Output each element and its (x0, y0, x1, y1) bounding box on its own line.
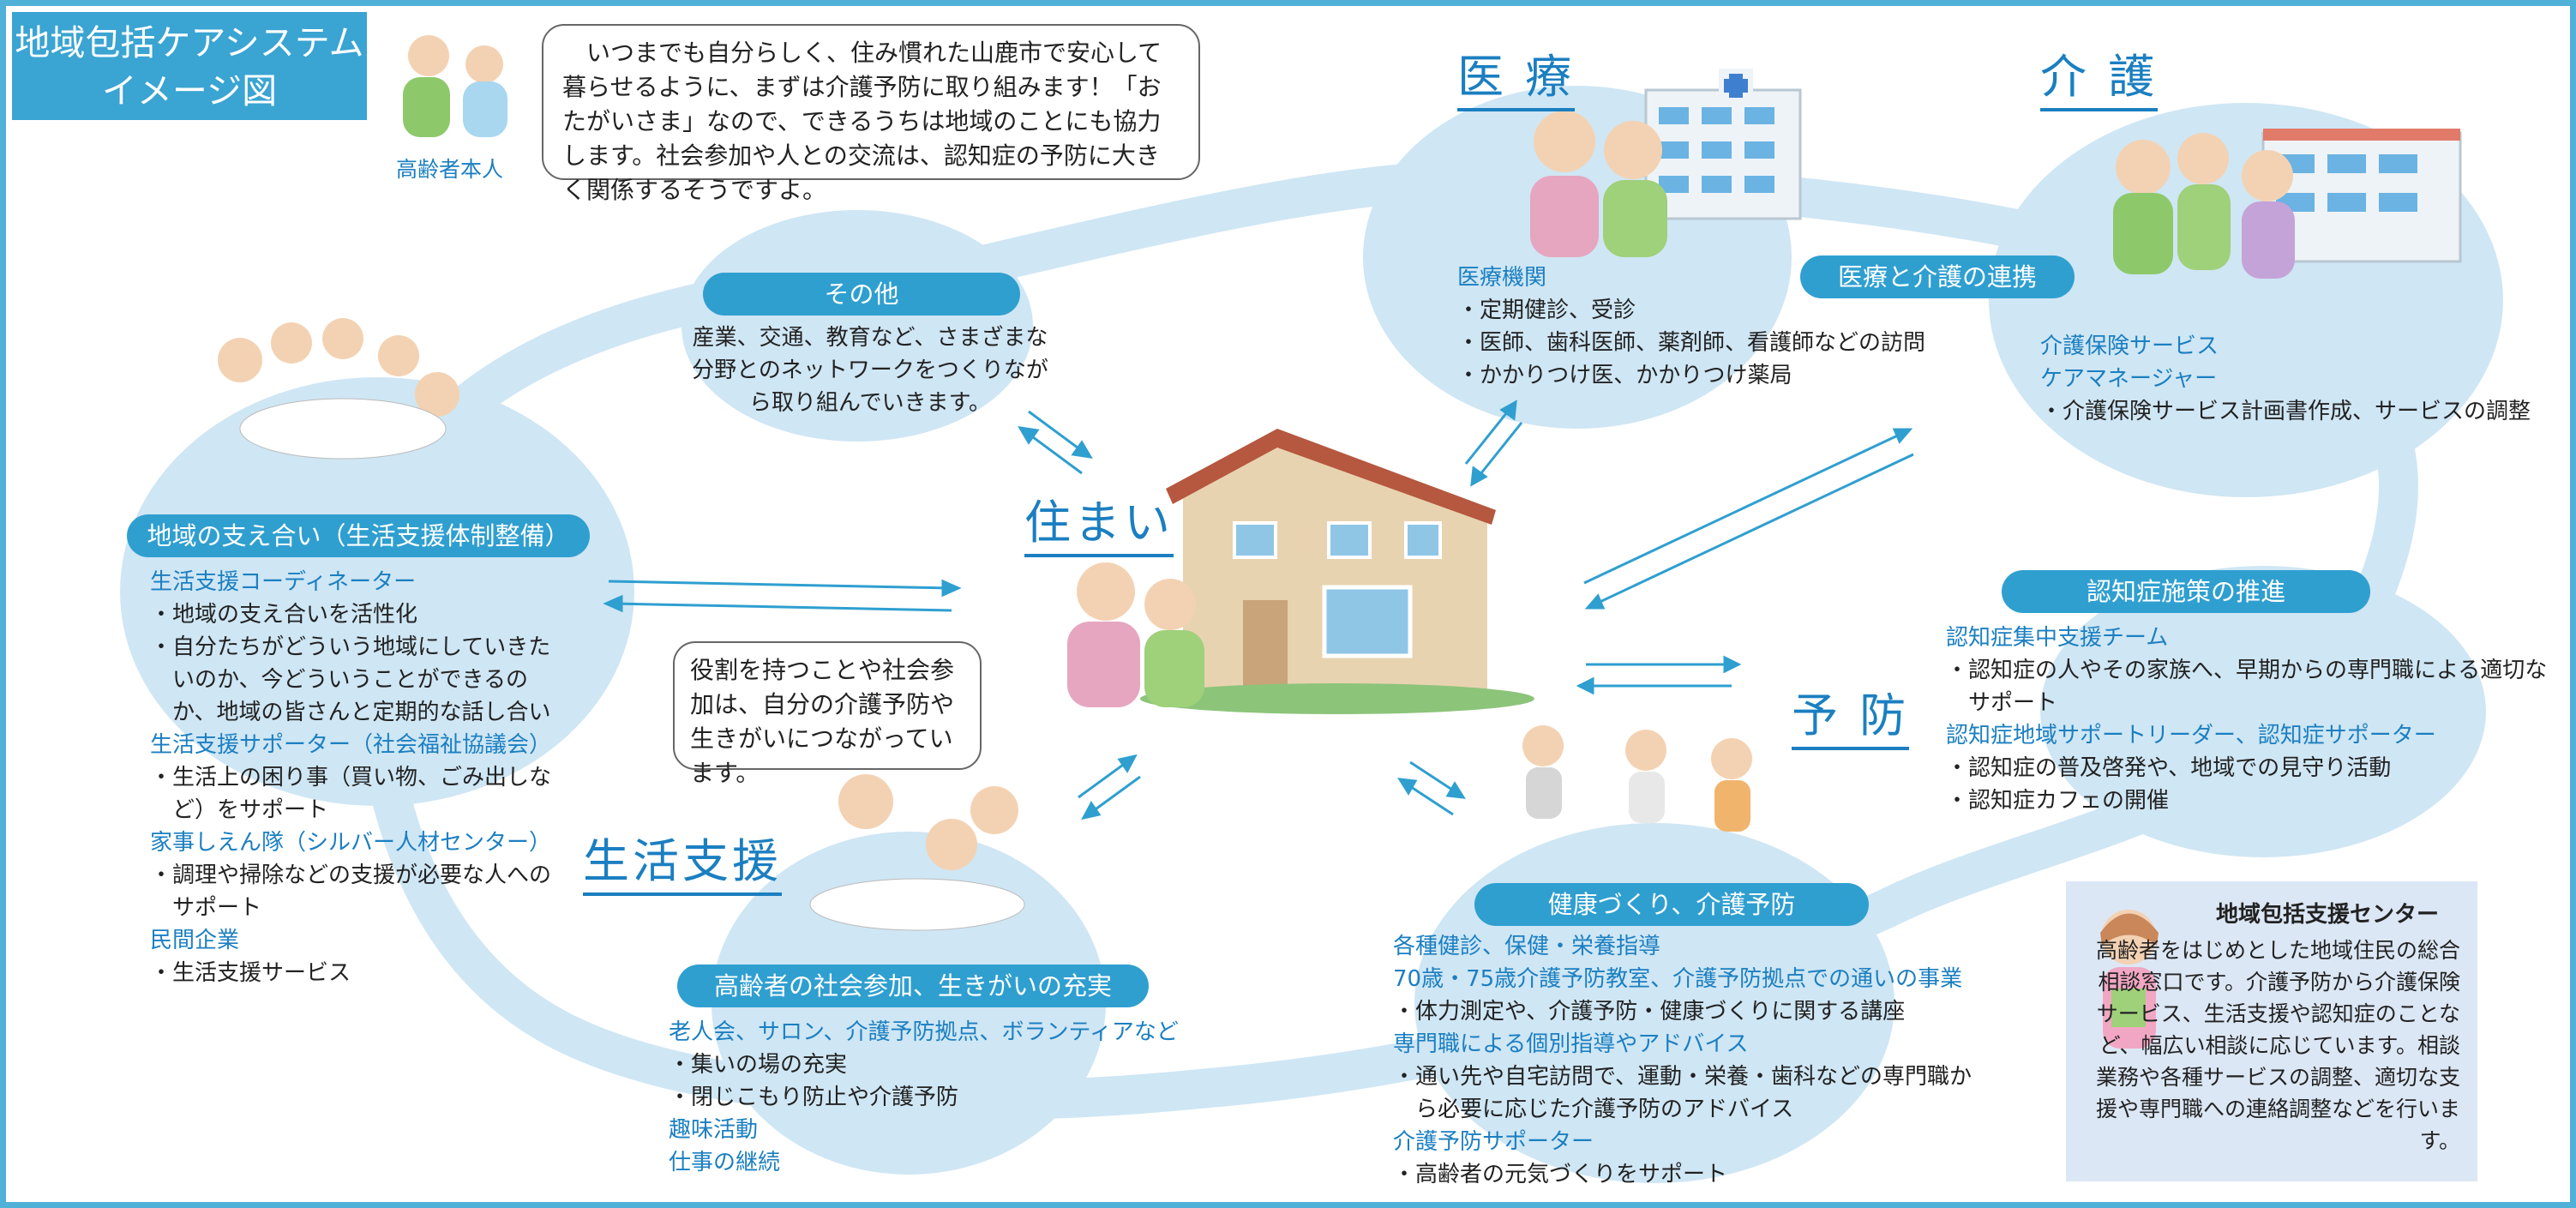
rs-sub-1: 生活支援コーディネーター (150, 569, 417, 595)
regional-support-pill: 地域の支え合い（生活支援体制整備） (127, 514, 590, 557)
dem-item-1: ・認知症の人やその家族へ、早期からの専門職による適切なサポート (1946, 658, 2548, 716)
dem-item-2: ・認知症の普及啓発や、地域での見守り活動 (1946, 755, 2392, 781)
social-item-1: ・集いの場の充実 (669, 1052, 848, 1078)
nurse-icon (2100, 910, 2159, 1049)
other-pill: その他 (703, 273, 1020, 316)
medical-section: 医療機関 ・定期健診、受診 ・医師、歯科医師、薬剤師、看護師などの訪問 ・かかり… (1457, 261, 1937, 392)
social-participation-pill: 高齢者の社会参加、生きがいの充実 (677, 965, 1149, 1007)
center-title: 地域包括支援センター (2216, 902, 2440, 928)
social-section: 老人会、サロン、介護予防拠点、ボランティアなど ・集いの場の充実 ・閉じこもり防… (669, 1016, 1200, 1179)
rs-sub-3: 家事しえん隊（シルバー人材センター） (150, 830, 552, 856)
care-section: 介護保険サービス ケアマネージャー ・介護保険サービス計画書作成、サービスの調整 (2040, 330, 2563, 428)
heading-housing: 住まい (1024, 484, 1174, 557)
heading-care: 介 護 (2040, 39, 2159, 111)
roles-speech-text: 役割を持つことや社会参加は、自分の介護予防や生きがいにつながっています。 (690, 656, 955, 787)
diagram-title-line2: イメージ図 (101, 70, 278, 111)
dem-sub-2: 認知症地域サポートリーダー、認知症サポーター (1946, 723, 2436, 748)
diagram-title-line1: 地域包括ケアシステム (15, 22, 364, 63)
care-subtitle-1: 介護保険サービス (2040, 334, 2219, 359)
rs-item-4: ・調理や掃除などの支援が必要な人へのサポート (150, 862, 552, 921)
support-center-panel: 地域包括支援センター 高齢者をはじめとした地域住民の総合相談窓口です。介護予防か… (2066, 881, 2477, 1181)
medical-item-3: ・かかりつけ医、かかりつけ薬局 (1457, 363, 1792, 388)
rs-sub-4: 民間企業 (150, 928, 240, 953)
health-prevention-pill: 健康づくり、介護予防 (1474, 883, 1869, 926)
other-text: 産業、交通、教育など、さまざまな分野とのネットワークをつくりながら取り組んでいき… (692, 325, 1048, 416)
regional-support-section: 生活支援コーディネーター ・地域の支え合いを活性化 ・自分たちがどういう地域にし… (150, 566, 570, 989)
social-sub-2: 趣味活動 (669, 1117, 759, 1143)
prev-sub-1: 各種健診、保健・栄養指導 (1393, 934, 1661, 959)
prev-item-3: ・高齢者の元気づくりをサポート (1393, 1162, 1728, 1187)
center-text: 高齢者をはじめとした地域住民の総合相談窓口です。介護予防から介護保険サービス、生… (2095, 938, 2460, 1153)
prev-item-2: ・通い先や自宅訪問で、運動・栄養・歯科などの専門職から必要に応じた介護予防のアド… (1393, 1064, 1972, 1122)
nurse-figure (2090, 898, 2171, 1061)
elderly-person-caption: 高齢者本人 (396, 157, 504, 182)
elderly-speech-bubble: いつまでも自分らしく、住み慣れた山鹿市で安心して暮らせるように、まずは介護予防に… (542, 24, 1200, 204)
heading-prevention: 予 防 (1792, 677, 1910, 750)
medical-care-link-pill: 医療と介護の連携 (1800, 255, 2075, 298)
roles-speech-bubble: 役割を持つことや社会参加は、自分の介護予防や生きがいにつながっています。 (673, 641, 982, 787)
dem-item-3: ・認知症カフェの開催 (1946, 788, 2170, 814)
rs-item-5: ・生活支援サービス (150, 960, 351, 986)
heading-living-support: 生活支援 (583, 823, 782, 896)
prev-sub-4: 介護予防サポーター (1393, 1129, 1594, 1155)
house-illustration (1140, 429, 1534, 714)
rs-item-2: ・自分たちがどういう地域にしていきたいのか、今どういうことができるのか、地域の皆… (150, 634, 551, 725)
prev-item-1: ・体力測定や、介護予防・健康づくりに関する講座 (1393, 999, 1906, 1025)
social-sub-1: 老人会、サロン、介護予防拠点、ボランティアなど (669, 1019, 1179, 1045)
social-sub-3: 仕事の継続 (669, 1150, 781, 1175)
rs-sub-2: 生活支援サポーター（社会福祉協議会） (150, 732, 552, 758)
people-figures (218, 35, 2295, 931)
medical-item-1: ・定期健診、受診 (1457, 297, 1636, 323)
prevention-section: 各種健診、保健・栄養指導 70歳・75歳介護予防教室、介護予防拠点での通いの事業… (1393, 930, 1985, 1191)
care-facility-illustration (2261, 129, 2462, 263)
social-item-2: ・閉じこもり防止や介護予防 (669, 1085, 959, 1110)
dementia-section: 認知症集中支援チーム ・認知症の人やその家族へ、早期からの専門職による適切なサポ… (1946, 622, 2563, 817)
prev-sub-2: 70歳・75歳介護予防教室、介護予防拠点での通いの事業 (1393, 966, 1963, 992)
rs-item-1: ・地域の支え合いを活性化 (150, 602, 418, 628)
care-subtitle-2: ケアマネージャー (2040, 366, 2218, 392)
rs-item-3: ・生活上の困り事（買い物、ごみ出しなど）をサポート (150, 765, 552, 823)
medical-item-2: ・医師、歯科医師、薬剤師、看護師などの訪問 (1457, 330, 1926, 356)
hospital-illustration (1644, 69, 1802, 220)
dem-sub-1: 認知症集中支援チーム (1946, 625, 2169, 651)
elderly-speech-text: いつまでも自分らしく、住み慣れた山鹿市で安心して暮らせるように、まずは介護予防に… (562, 39, 1162, 204)
dementia-pill: 認知症施策の推進 (2002, 570, 2370, 613)
care-item-1: ・介護保険サービス計画書作成、サービスの調整 (2040, 399, 2531, 424)
prev-sub-3: 専門職による個別指導やアドバイス (1393, 1031, 1749, 1057)
heading-medical: 医 療 (1457, 39, 1576, 111)
diagram-title-box: 地域包括ケアシステム イメージ図 (12, 12, 367, 120)
medical-subtitle: 医療機関 (1457, 265, 1547, 291)
